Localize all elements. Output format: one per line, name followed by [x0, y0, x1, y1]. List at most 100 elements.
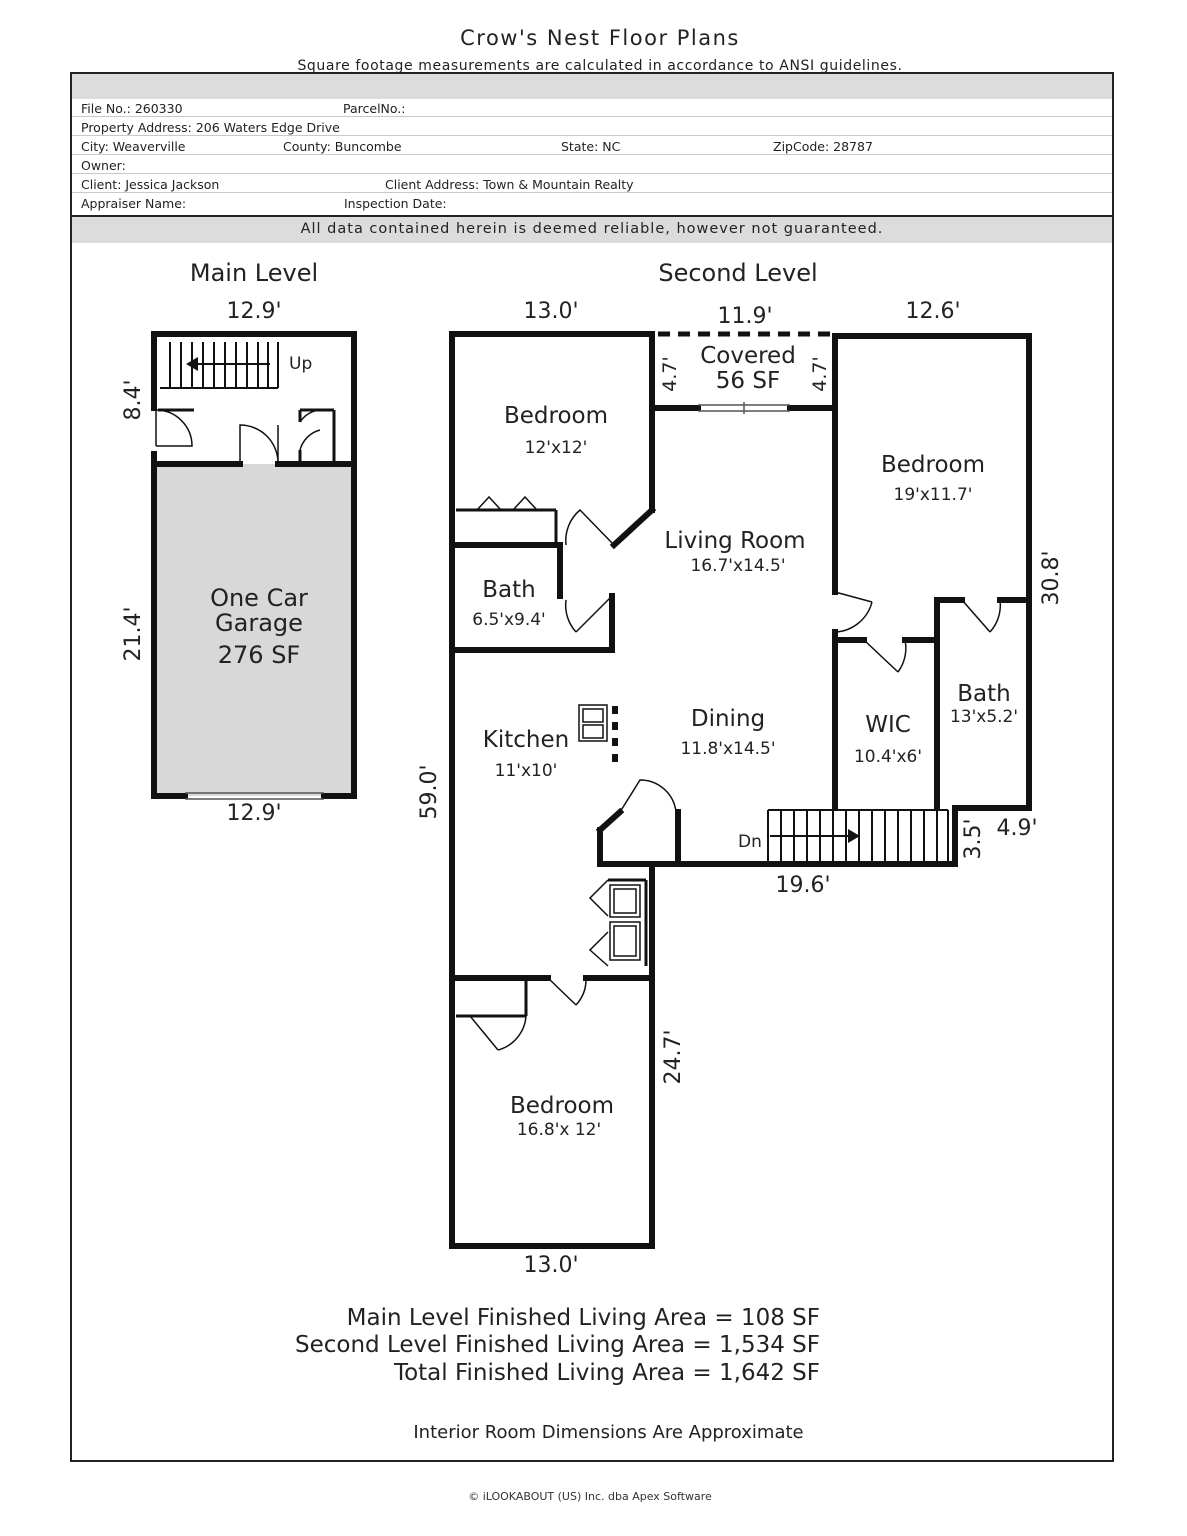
main-level-walls — [151, 331, 357, 799]
room-name: Dining — [691, 706, 765, 732]
dim-label: 12.6' — [905, 299, 960, 324]
main-level-title: Main Level — [190, 259, 318, 287]
door-swing-icon — [961, 599, 1002, 633]
main-level-doors — [155, 408, 329, 465]
room-name: Covered — [700, 343, 796, 369]
stair-labels: Up Dn — [289, 354, 762, 852]
garage-name-line1: One Car — [210, 584, 308, 612]
stairs-down-icon — [767, 809, 949, 862]
sink-icon — [578, 704, 608, 742]
info-row-appraiser: Appraiser Name: Inspection Date: — [72, 193, 1112, 212]
total-area: Total Finished Living Area = 1,642 SF — [393, 1360, 820, 1386]
door-swing-icon — [565, 508, 615, 546]
city: City: Weaverville — [81, 139, 186, 154]
second-level-title: Second Level — [658, 259, 817, 287]
dim-label: 59.0' — [417, 764, 442, 819]
room-name: Bedroom — [504, 403, 608, 429]
stairs-arrow-icon — [848, 829, 860, 843]
room-name: Kitchen — [483, 727, 569, 753]
zipcode: ZipCode: 28787 — [773, 139, 873, 154]
dim-label: 3.5' — [961, 818, 986, 859]
closet-door-icon — [476, 495, 538, 511]
page-title: Crow's Nest Floor Plans — [460, 26, 740, 50]
file-no: File No.: 260330 — [81, 101, 183, 116]
room-name: WIC — [865, 712, 911, 738]
room-name: Living Room — [664, 528, 805, 554]
dim-label: 12.9' — [226, 299, 281, 324]
door-swing-icon — [469, 1015, 527, 1051]
washer-icon — [609, 884, 641, 918]
state: State: NC — [561, 139, 621, 154]
county: County: Buncombe — [283, 139, 402, 154]
dim-label: 19.6' — [775, 873, 830, 898]
room-name: Bath — [957, 681, 1010, 707]
dim-label: 13.0' — [523, 1253, 578, 1278]
second-level-walls — [449, 331, 1032, 1249]
room-labels: One Car Garage 276 SF Covered 56 SF Bedr… — [210, 343, 1018, 1140]
room-name: Bedroom — [510, 1093, 614, 1119]
disclaimer: All data contained herein is deemed reli… — [72, 217, 1112, 243]
dim-label: 11.9' — [717, 304, 772, 329]
client-address: Client Address: Town & Mountain Realty — [385, 177, 634, 192]
dim-label: 4.9' — [996, 816, 1037, 841]
stairs-down-label: Dn — [738, 832, 762, 852]
header-band — [72, 74, 1112, 99]
room-size: 11.8'x14.5' — [680, 739, 775, 759]
door-swing-icon — [619, 779, 677, 813]
info-row-client: Client: Jessica Jackson Client Address: … — [72, 174, 1112, 193]
door-swing-icon — [834, 591, 873, 633]
inspection-date: Inspection Date: — [344, 196, 447, 211]
room-size: 56 SF — [716, 368, 780, 394]
garage-door — [185, 792, 324, 800]
main-level-plan — [151, 331, 357, 800]
room-size: 11'x10' — [495, 761, 558, 781]
door-swing-icon — [299, 408, 329, 451]
dim-label: 4.7' — [659, 356, 681, 391]
room-size: 16.7'x14.5' — [690, 556, 785, 576]
room-size: 19'x11.7' — [894, 485, 973, 505]
door-swing-icon — [863, 639, 907, 673]
dim-label: 8.4' — [121, 379, 146, 420]
room-size: 6.5'x9.4' — [472, 610, 545, 630]
garage-floor — [154, 464, 354, 796]
dim-label: 13.0' — [523, 299, 578, 324]
info-row-city: City: Weaverville County: Buncombe State… — [72, 136, 1112, 155]
client: Client: Jessica Jackson — [81, 177, 220, 192]
document-frame — [70, 72, 1114, 1462]
room-name: Bedroom — [881, 452, 985, 478]
parcel-no: ParcelNo.: — [343, 101, 406, 116]
garage-area: 276 SF — [218, 641, 300, 669]
approximate-note: Interior Room Dimensions Are Approximate — [413, 1422, 804, 1443]
dryer-icon — [609, 921, 641, 961]
room-name: Bath — [482, 577, 535, 603]
room-size: 16.8'x 12' — [517, 1120, 601, 1140]
door-swing-icon — [155, 409, 193, 447]
door-swing-icon — [564, 595, 613, 633]
room-size: 13'x5.2' — [950, 707, 1018, 727]
dim-label: 21.4' — [121, 606, 146, 661]
owner: Owner: — [81, 158, 126, 173]
appliances — [578, 704, 641, 961]
second-level-area: Second Level Finished Living Area = 1,53… — [294, 1332, 820, 1358]
dim-label: 30.8' — [1039, 550, 1064, 605]
info-row-file: File No.: 260330 ParcelNo.: — [72, 98, 1112, 117]
property-address: Property Address: 206 Waters Edge Drive — [81, 120, 340, 135]
dim-label: 12.9' — [226, 801, 281, 826]
room-size: 12'x12' — [525, 438, 588, 458]
info-divider — [72, 215, 1112, 217]
sliding-door — [698, 402, 790, 414]
level-titles: Main Level Second Level — [190, 259, 818, 287]
appraiser: Appraiser Name: — [81, 196, 187, 211]
stairs-up-label: Up — [289, 354, 312, 374]
stairs-up-icon — [160, 342, 279, 389]
info-row-owner: Owner: — [72, 155, 1112, 174]
info-row-address: Property Address: 206 Waters Edge Drive — [72, 117, 1112, 136]
door-swing-icon — [547, 977, 587, 1006]
main-level-area: Main Level Finished Living Area = 108 SF — [346, 1305, 820, 1331]
garage-name-line2: Garage — [215, 609, 303, 637]
closet-door-icon — [588, 879, 609, 967]
page-subtitle: Square footage measurements are calculat… — [297, 58, 903, 74]
door-swing-icon — [239, 424, 279, 465]
copyright-footer: © iLOOKABOUT (US) Inc. dba Apex Software — [468, 1490, 712, 1503]
